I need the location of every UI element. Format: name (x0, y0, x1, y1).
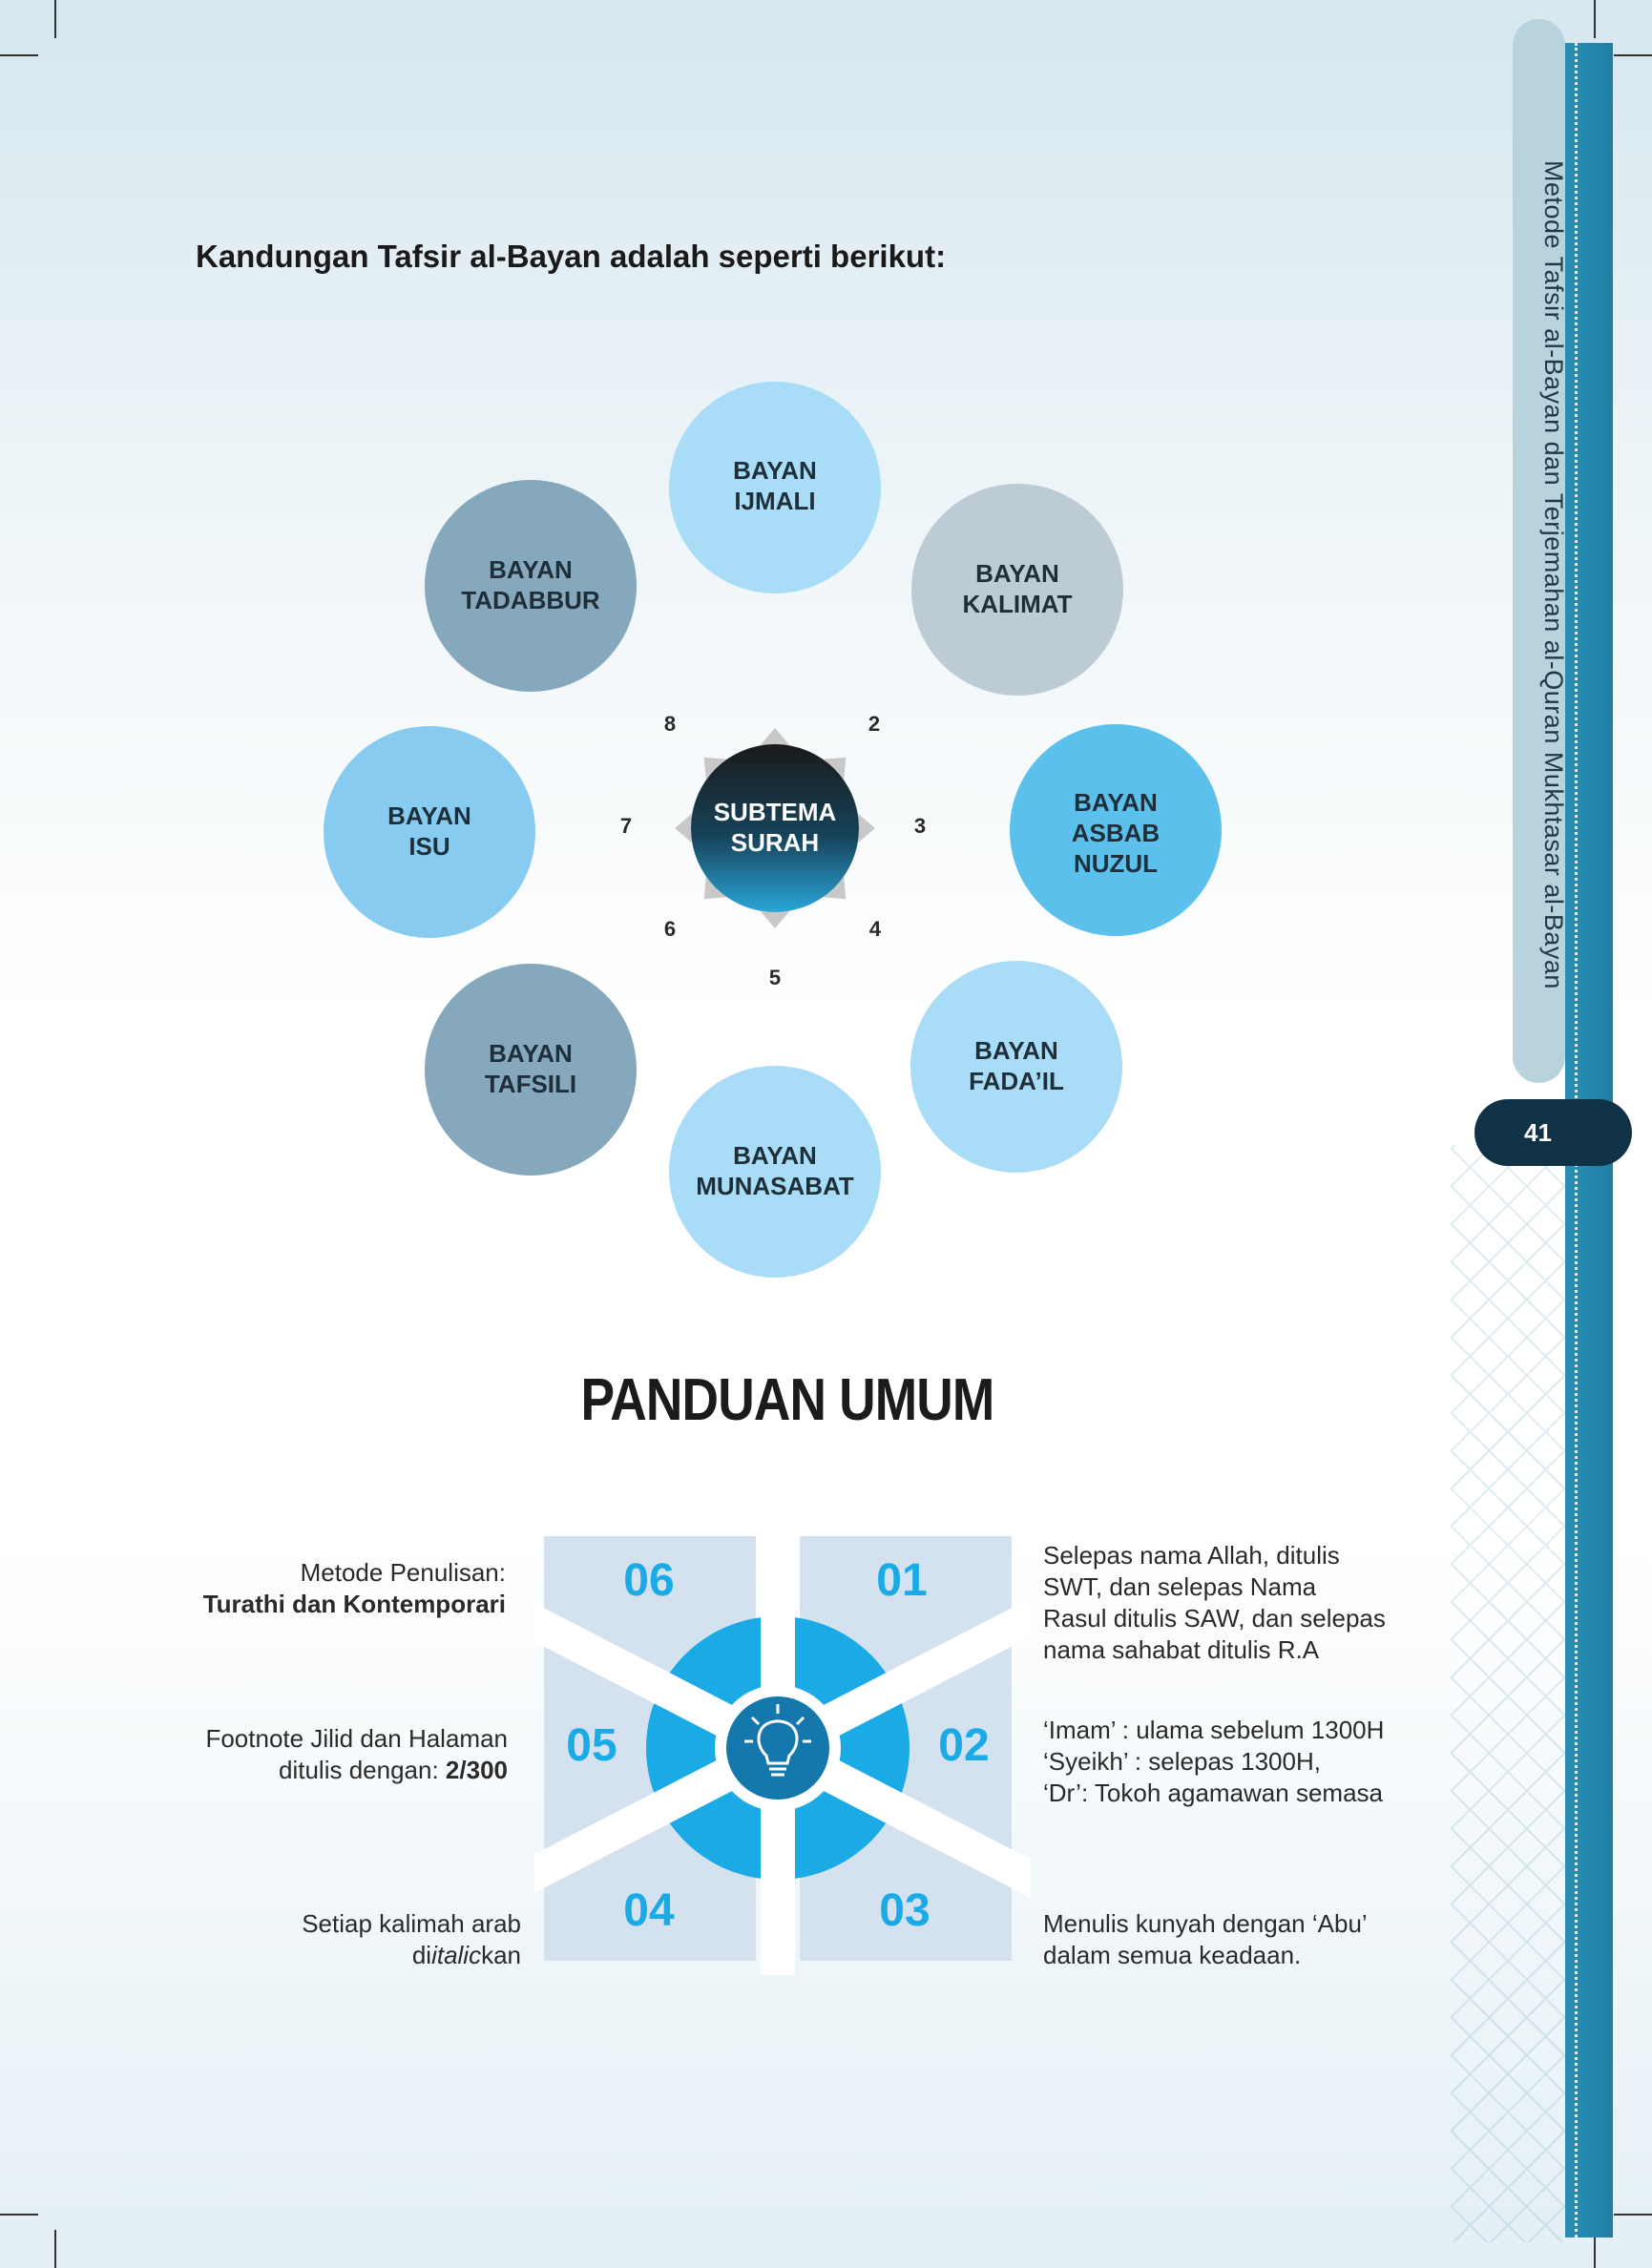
note-text: Rasul ditulis SAW, dan selepas (1043, 1604, 1386, 1633)
arrow-number: 2 (868, 712, 880, 736)
bubble-label: KALIMAT (962, 590, 1072, 618)
crop-mark (1594, 0, 1596, 38)
crop-mark (54, 0, 56, 38)
guide-center (726, 1696, 829, 1800)
bubble-label: IJMALI (734, 487, 815, 515)
bubble-label: BAYAN (1074, 788, 1158, 817)
bubble-label: TADABBUR (461, 586, 600, 614)
page-heading: Kandungan Tafsir al-Bayan adalah seperti… (196, 239, 947, 274)
page-number-tab: 41 (1474, 1099, 1632, 1166)
note-text: di (411, 1941, 432, 1969)
bubble-bayan-munasabat: BAYAN MUNASABAT (669, 1066, 881, 1278)
note-06: Metode Penulisan: Turathi dan Kontempora… (153, 1557, 506, 1620)
page-number: 41 (1524, 1117, 1552, 1147)
note-text: dalam semua keadaan. (1043, 1941, 1302, 1969)
section-title: PANDUAN UMUM (580, 1367, 995, 1433)
bubble-bayan-tafsili: BAYAN TAFSILI (425, 964, 637, 1176)
side-band-light (1513, 19, 1565, 1083)
note-bold: 2/300 (445, 1756, 508, 1784)
center-circle: SUBTEMA SURAH (691, 744, 859, 912)
bubble-label: BAYAN (489, 555, 573, 584)
guide-number-06: 06 (623, 1555, 674, 1606)
note-text: Metode Penulisan: (300, 1558, 506, 1587)
note-text: ‘Syeikh’ : selepas 1300H, (1043, 1747, 1321, 1776)
bubble-label: FADA’IL (969, 1067, 1064, 1095)
note-text: ‘Dr’: Tokoh agamawan semasa (1043, 1779, 1383, 1807)
center-label-line2: SURAH (731, 828, 819, 857)
note-text: ditulis dengan: (279, 1756, 446, 1784)
note-text: ‘Imam’ : ulama sebelum 1300H (1043, 1716, 1385, 1744)
crop-mark (1594, 2230, 1596, 2268)
guide-number-05: 05 (566, 1720, 617, 1771)
guide-number-02: 02 (938, 1720, 989, 1771)
note-italic: italic (431, 1941, 482, 1969)
note-text: SWT, dan selepas Nama (1043, 1572, 1317, 1601)
crop-mark (0, 54, 38, 56)
bubble-label: MUNASABAT (696, 1172, 854, 1200)
arrow-number: 4 (869, 917, 882, 941)
crop-mark (1614, 2214, 1652, 2216)
note-01: Selepas nama Allah, ditulis SWT, dan sel… (1043, 1540, 1444, 1666)
bubble-label: BAYAN (387, 801, 471, 830)
crop-mark (1614, 54, 1652, 56)
note-02: ‘Imam’ : ulama sebelum 1300H ‘Syeikh’ : … (1043, 1715, 1463, 1809)
tafsir-content-diagram: 1 2 3 4 5 6 7 8 SUBTEMA (324, 382, 1222, 1278)
bubble-bayan-tadabbur: BAYAN TADABBUR (425, 480, 637, 692)
crop-mark (54, 2230, 56, 2268)
guide-number-01: 01 (876, 1555, 927, 1606)
note-text: kan (481, 1941, 521, 1969)
note-04: Setiap kalimah arab diitalickan (153, 1908, 521, 1971)
bubble-label: BAYAN (489, 1039, 573, 1068)
bubble-bayan-ijmali: BAYAN IJMALI (669, 382, 881, 593)
bubble-label: BAYAN (733, 1141, 817, 1170)
bubble-label: ASBAB (1072, 819, 1160, 847)
bubble-bayan-fadail: BAYAN FADA’IL (910, 961, 1122, 1173)
center-label-line1: SUBTEMA (714, 798, 837, 826)
note-05: Footnote Jilid dan Halaman ditulis denga… (153, 1723, 508, 1786)
arrow-number: 7 (620, 814, 632, 838)
note-text: Menulis kunyah dengan ‘Abu’ (1043, 1909, 1368, 1938)
guide-number-03: 03 (879, 1885, 930, 1936)
bubble-label: BAYAN (975, 559, 1059, 588)
bubble-label: BAYAN (974, 1036, 1058, 1065)
bubble-label: ISU (408, 832, 450, 861)
note-bold: Turathi dan Kontemporari (202, 1590, 506, 1618)
guide-number-04: 04 (623, 1885, 675, 1936)
bubble-label: BAYAN (733, 456, 817, 485)
decorative-pattern (1451, 1145, 1565, 2242)
note-text: nama sahabat ditulis R.A (1043, 1635, 1320, 1664)
arrow-number: 3 (914, 814, 926, 838)
bubble-label: TAFSILI (485, 1070, 576, 1098)
note-text: Selepas nama Allah, ditulis (1043, 1541, 1340, 1570)
note-03: Menulis kunyah dengan ‘Abu’ dalam semua … (1043, 1908, 1444, 1971)
general-guide-wheel: 06 01 05 02 04 03 (534, 1527, 1031, 1975)
arrow-number: 6 (664, 917, 676, 941)
running-title: Metode Tafsir al-Bayan dan Terjemahan al… (1539, 160, 1568, 989)
arrow-number: 5 (769, 966, 781, 989)
bubble-bayan-isu: BAYAN ISU (324, 726, 535, 938)
bubble-label: NUZUL (1074, 849, 1158, 878)
note-text: Footnote Jilid dan Halaman (205, 1724, 508, 1753)
note-text: Setiap kalimah arab (302, 1909, 521, 1938)
lightbulb-icon (744, 1704, 811, 1777)
arrow-number: 8 (664, 712, 676, 736)
bubble-bayan-kalimat: BAYAN KALIMAT (911, 484, 1123, 696)
bubble-bayan-asbab-nuzul: BAYAN ASBAB NUZUL (1010, 724, 1222, 936)
crop-mark (0, 2214, 38, 2216)
